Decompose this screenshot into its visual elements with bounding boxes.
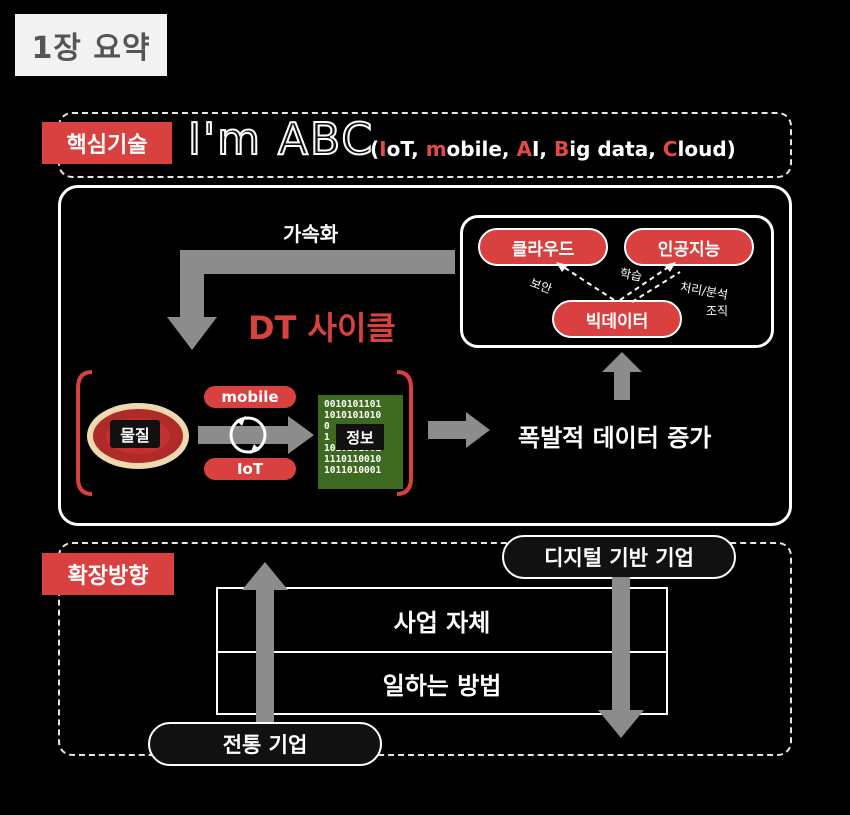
to-explosion-arrow (428, 412, 490, 448)
tech-dashed-arrows (556, 262, 681, 303)
binary-line: 1010101010 (324, 410, 382, 421)
core-tech-list: (IoT, mobile, AI, Big data, Cloud) (370, 137, 736, 161)
core-acronym: I'm ABC (187, 113, 375, 166)
expansion-tag: 확장방향 (42, 553, 174, 595)
iot-rest: oT (386, 137, 412, 161)
matter-label: 물질 (110, 420, 160, 448)
core-tech-tag: 핵심기술 (42, 122, 172, 164)
binary-line: 1 (324, 432, 330, 443)
bigdata-pill: 빅데이터 (552, 300, 682, 338)
sep: , (648, 137, 656, 161)
dt-cycle-heading: DT 사이클 (248, 309, 396, 347)
tech-box (460, 215, 774, 348)
mobile-pill: mobile (204, 386, 296, 408)
bigdata-rest: ig data (569, 137, 649, 161)
ai-rest: I (531, 137, 540, 161)
ai-initial: A (516, 137, 532, 161)
binary-line: 1011010001 (324, 465, 382, 476)
up-arrow (602, 352, 642, 400)
sep: , (411, 137, 419, 161)
binary-line: 0010101101 (324, 399, 382, 410)
binary-line: 0 (324, 421, 330, 432)
cloud-pill: 클라우드 (478, 228, 608, 266)
traditional-company-pill: 전통 기업 (148, 722, 382, 766)
expansion-up-arrow (242, 562, 288, 728)
accelerate-arrow (167, 250, 455, 350)
cycle-bracket (76, 370, 413, 496)
sep: , (501, 137, 510, 161)
cloud-initial: C (662, 137, 678, 161)
row-working-method: 일하는 방법 (216, 651, 668, 715)
information-label: 정보 (336, 424, 384, 450)
mobile-initial: m (425, 137, 447, 161)
dt-cycle-box (58, 185, 792, 526)
iot-pill: IoT (204, 458, 296, 480)
digital-company-pill: 디지털 기반 기업 (502, 535, 736, 579)
note-learning: 학습 (618, 266, 644, 284)
iot-initial: I (379, 137, 387, 161)
paren-open: ( (370, 137, 380, 161)
note-processing-2: 조직 (706, 304, 729, 318)
page-title: 1장 요약 (15, 14, 167, 76)
ai-pill: 인공지능 (624, 228, 754, 266)
mobile-rest: obile (446, 137, 502, 161)
accelerate-label: 가속화 (283, 222, 339, 246)
paren-close: ) (726, 137, 736, 161)
bigdata-initial: B (553, 137, 570, 161)
expansion-down-arrow (598, 577, 644, 738)
sep: , (539, 137, 548, 161)
binary-line: 1110110010 (324, 454, 382, 465)
transform-arrow (198, 416, 314, 454)
expansion-box (58, 542, 792, 756)
explosion-label: 폭발적 데이터 증가 (518, 424, 712, 452)
cloud-rest: loud (677, 137, 727, 161)
